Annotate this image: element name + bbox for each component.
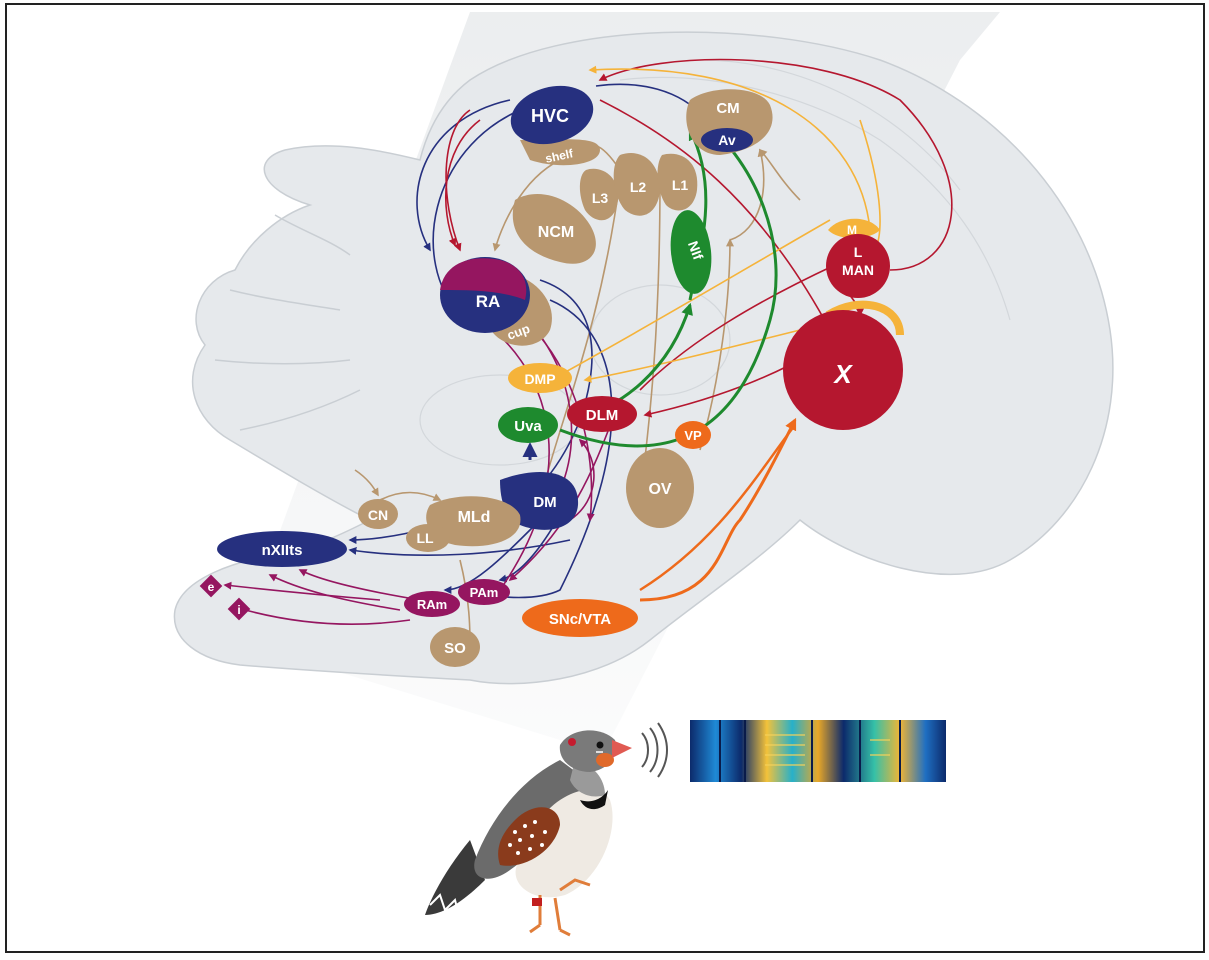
label-cn: CN [368, 507, 388, 523]
label-e: e [208, 580, 215, 594]
nucleus-cn: CN [358, 499, 398, 529]
label-lman-man: MAN [842, 262, 874, 278]
label-ll: LL [416, 530, 434, 546]
label-nxiits: nXIIts [262, 542, 303, 559]
label-i: i [237, 603, 240, 617]
nucleus-ram: RAm [404, 591, 460, 617]
nucleus-nxiits: nXIIts [217, 531, 347, 567]
label-cm: CM [716, 100, 739, 117]
nucleus-ra: RA [440, 257, 530, 333]
label-so: SO [444, 640, 466, 657]
brain-silhouette [174, 32, 1112, 683]
nucleus-av: Av [701, 128, 753, 152]
label-dmp: DMP [524, 371, 555, 387]
label-vp: VP [684, 428, 702, 443]
nucleus-uva: Uva [498, 407, 558, 443]
nucleus-lman: L MAN [826, 234, 890, 298]
nucleus-vp: VP [675, 421, 711, 449]
label-av: Av [718, 132, 736, 148]
label-hvc: HVC [531, 106, 569, 126]
label-l2: L2 [630, 179, 647, 195]
nucleus-ov: OV [626, 448, 694, 528]
label-snc-vta: SNc/VTA [549, 611, 611, 628]
label-uva: Uva [514, 418, 542, 435]
zebra-finch-illustration [425, 723, 667, 935]
label-l3: L3 [592, 190, 609, 206]
label-pam: PAm [470, 585, 499, 600]
label-ncm: NCM [538, 224, 574, 241]
label-dlm: DLM [586, 407, 619, 424]
nucleus-ll: LL [406, 524, 450, 552]
song-spectrogram [690, 720, 946, 782]
label-ra: RA [476, 292, 501, 311]
label-l1: L1 [672, 177, 689, 193]
nucleus-dmp: DMP [508, 363, 572, 393]
label-ov: OV [648, 481, 671, 498]
nucleus-snc-vta: SNc/VTA [522, 599, 638, 637]
label-ram: RAm [417, 597, 447, 612]
label-x: X [832, 359, 853, 389]
nucleus-dlm: DLM [567, 396, 637, 432]
label-lman-l: L [854, 244, 863, 260]
label-dm: DM [533, 494, 556, 511]
nucleus-pam: PAm [458, 579, 510, 605]
label-mld: MLd [458, 509, 491, 526]
nucleus-so: SO [430, 627, 480, 667]
